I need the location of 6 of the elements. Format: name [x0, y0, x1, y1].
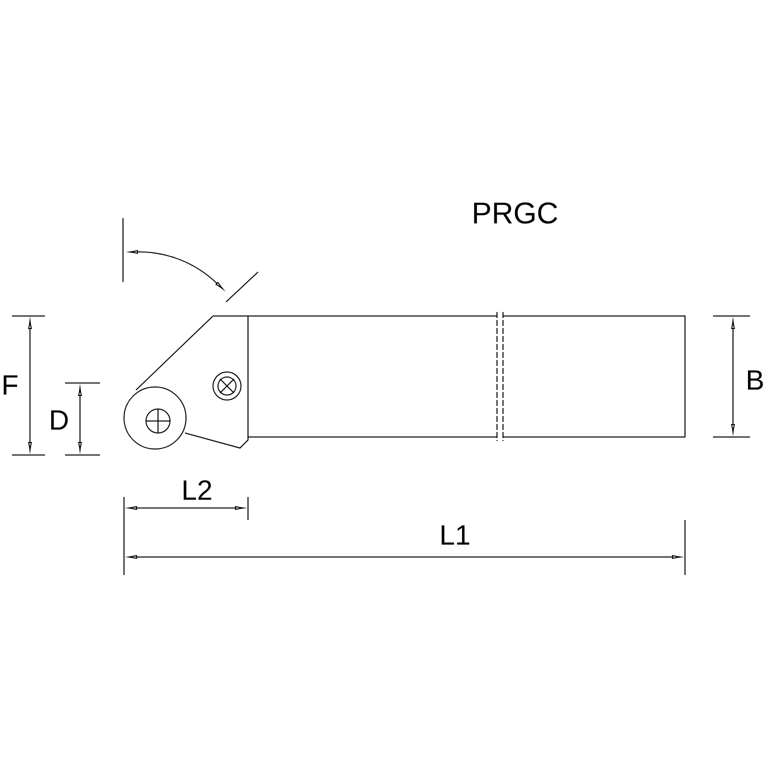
designation-label: PRGC	[474, 202, 558, 224]
dimension-label: L1	[442, 525, 470, 545]
dimension-label: D	[51, 410, 68, 430]
dimension-label: F	[4, 375, 18, 395]
dimension-label: L2	[184, 480, 212, 500]
dimension-label: B	[748, 370, 763, 390]
